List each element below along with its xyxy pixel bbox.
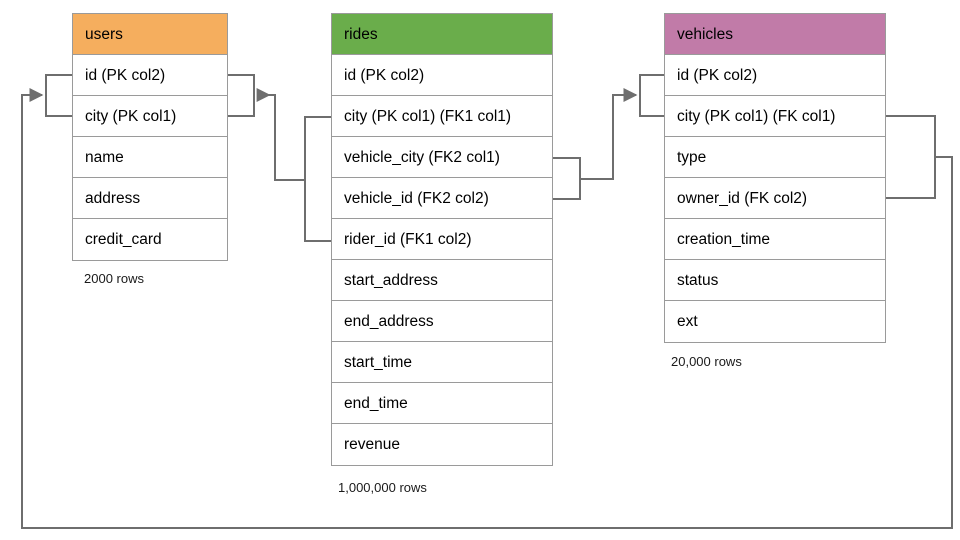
- table-rides[interactable]: rides id (PK col2) city (PK col1) (FK1 c…: [331, 13, 553, 466]
- table-rides-field-id[interactable]: id (PK col2): [332, 55, 552, 96]
- table-vehicles-field-type[interactable]: type: [665, 137, 885, 178]
- table-users-field-city[interactable]: city (PK col1): [73, 96, 227, 137]
- connector-rides-fk2-to-vehicles: [553, 157, 581, 200]
- connector-rides-fk1-to-users: [304, 116, 331, 242]
- table-rides-field-revenue[interactable]: revenue: [344, 436, 401, 453]
- table-vehicles[interactable]: vehicles id (PK col2) city (PK col1) (FK…: [664, 13, 886, 343]
- table-rides-field-vehicle-id[interactable]: vehicle_id (FK2 col2): [332, 178, 552, 219]
- connector-vehicles-fk-to-users-run: [21, 88, 953, 529]
- table-vehicles-field-id[interactable]: id (PK col2): [665, 55, 885, 96]
- table-rides-field-rider-id[interactable]: rider_id (FK1 col2): [332, 219, 552, 260]
- table-vehicles-header: vehicles: [665, 14, 885, 55]
- table-rides-field-start-address[interactable]: start_address: [332, 260, 552, 301]
- table-users-rowcount: 2000 rows: [84, 271, 144, 286]
- table-rides-field-vehicle-city[interactable]: vehicle_city (FK2 col1): [332, 137, 552, 178]
- connector-vehicles-fk-to-users: [886, 115, 936, 199]
- table-vehicles-rowcount: 20,000 rows: [671, 354, 742, 369]
- table-rides-header: rides: [332, 14, 552, 55]
- table-users-field-address[interactable]: address: [73, 178, 227, 219]
- table-rides-field-start-time[interactable]: start_time: [332, 342, 552, 383]
- table-vehicles-field-status[interactable]: status: [665, 260, 885, 301]
- table-vehicles-field-city[interactable]: city (PK col1) (FK col1): [665, 96, 885, 137]
- table-users-header: users: [73, 14, 227, 55]
- connector-rides-fk1-to-users-run: [256, 88, 305, 181]
- table-users-field-name[interactable]: name: [73, 137, 227, 178]
- users-key-bracket: [45, 74, 72, 117]
- table-rides-field-end-time[interactable]: end_time: [332, 383, 552, 424]
- users-bracket-stub: [228, 74, 255, 117]
- table-vehicles-field-ext[interactable]: ext: [677, 313, 698, 330]
- table-users-field-id[interactable]: id (PK col2): [73, 55, 227, 96]
- table-vehicles-field-owner-id[interactable]: owner_id (FK col2): [665, 178, 885, 219]
- vehicles-key-bracket: [639, 74, 664, 117]
- table-users-field-credit-card[interactable]: credit_card: [85, 231, 162, 248]
- table-users[interactable]: users id (PK col2) city (PK col1) name a…: [72, 13, 228, 261]
- table-rides-field-end-address[interactable]: end_address: [332, 301, 552, 342]
- table-vehicles-field-creation-time[interactable]: creation_time: [665, 219, 885, 260]
- table-rides-field-city[interactable]: city (PK col1) (FK1 col1): [332, 96, 552, 137]
- connector-rides-fk2-to-vehicles-run: [580, 88, 638, 180]
- table-rides-rowcount: 1,000,000 rows: [338, 480, 427, 495]
